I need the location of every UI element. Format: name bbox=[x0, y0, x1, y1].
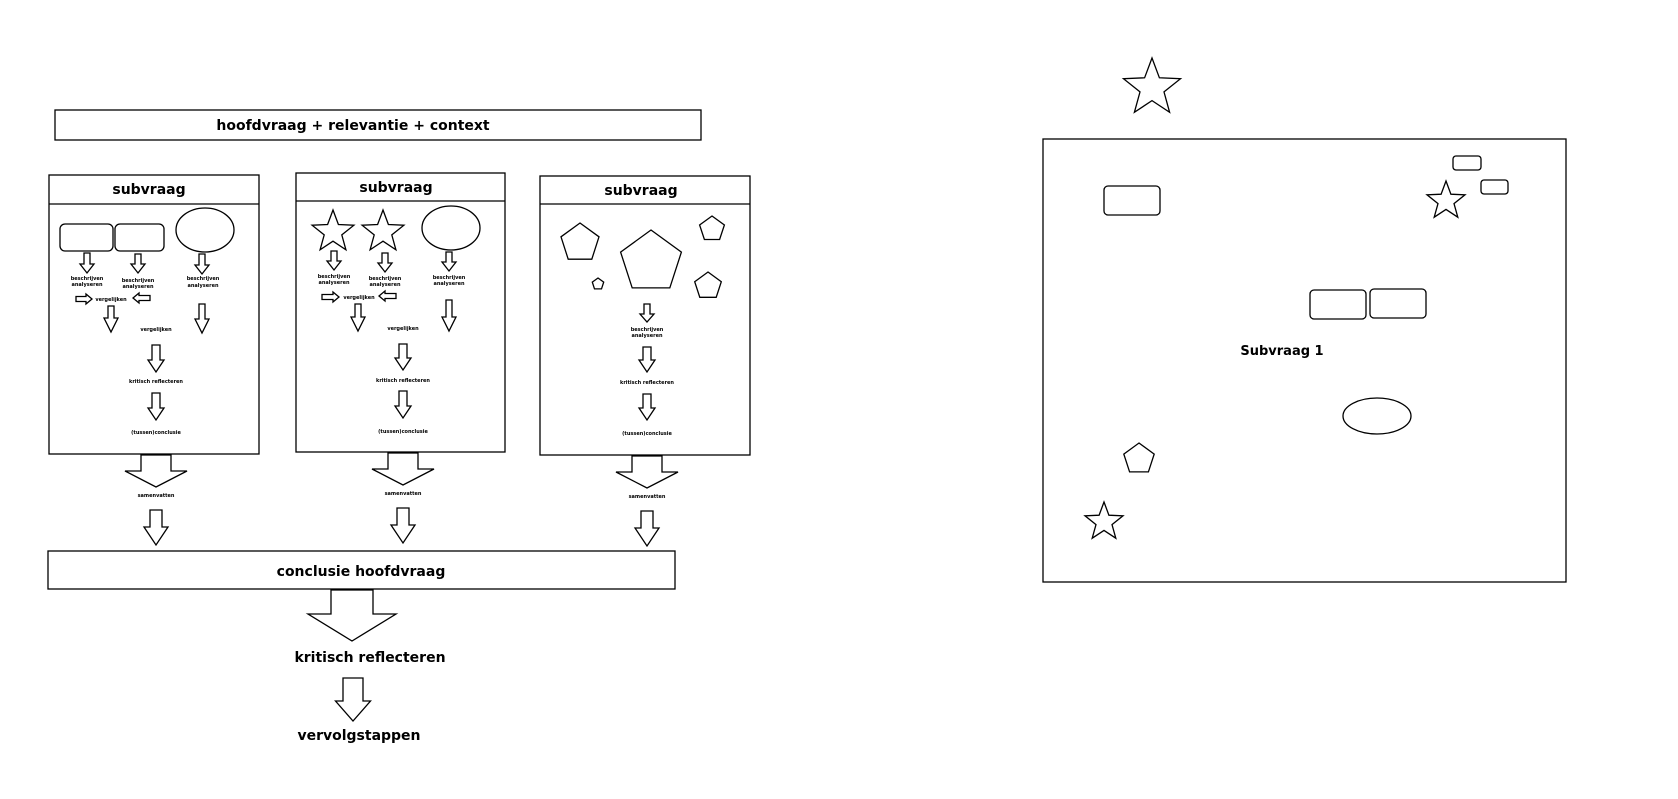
pentagon-icon bbox=[693, 271, 723, 298]
rounded-rectangle-shape bbox=[114, 223, 165, 252]
next-steps-label: vervolgstappen bbox=[297, 728, 420, 744]
summarize-label: samenvatten bbox=[385, 491, 422, 497]
interim-conclusion-label: (tussen)conclusie bbox=[131, 430, 181, 436]
down-arrow-icon bbox=[393, 343, 413, 372]
main-question-box bbox=[54, 109, 702, 141]
down-arrow-icon bbox=[102, 305, 120, 334]
star-icon bbox=[360, 208, 406, 252]
down-arrow-icon bbox=[376, 252, 394, 274]
pentagon-icon bbox=[591, 277, 605, 290]
right-arrow-icon bbox=[321, 290, 341, 304]
main-question-label: hoofdvraag + relevantie + context bbox=[216, 118, 490, 134]
down-arrow-icon bbox=[325, 250, 343, 272]
rounded-rectangle-shape bbox=[1309, 289, 1367, 320]
analyze-label: analyseren bbox=[433, 281, 465, 287]
down-arrow-icon bbox=[393, 390, 413, 420]
down-arrow-icon bbox=[633, 510, 661, 548]
reflect-label: kritisch reflecteren bbox=[129, 379, 183, 385]
ellipse-shape bbox=[421, 205, 481, 251]
down-arrow-icon bbox=[78, 252, 96, 275]
down-arrow-icon bbox=[124, 454, 188, 488]
subquestion-title-2: subvraag bbox=[359, 180, 432, 196]
pentagon-icon bbox=[560, 222, 600, 260]
describe-label: beschrijven bbox=[433, 275, 466, 281]
interim-conclusion-label: (tussen)conclusie bbox=[378, 429, 428, 435]
down-arrow-icon bbox=[440, 299, 458, 333]
compare-pair-label: vergelijken bbox=[343, 295, 375, 301]
down-arrow-icon bbox=[440, 251, 458, 273]
rounded-rectangle-shape bbox=[1369, 288, 1427, 319]
analyze-label: analyseren bbox=[318, 280, 350, 286]
star-icon bbox=[1425, 179, 1467, 219]
pentagon-icon bbox=[1123, 442, 1155, 473]
subquestion-title-1: subvraag bbox=[112, 182, 185, 198]
describe-label: beschrijven bbox=[187, 276, 220, 282]
analyze-label: analyseren bbox=[122, 284, 154, 290]
reflect-label: kritisch reflecteren bbox=[376, 378, 430, 384]
down-arrow-icon bbox=[349, 303, 367, 333]
main-conclusion-box bbox=[47, 550, 676, 590]
summarize-label: samenvatten bbox=[629, 494, 666, 500]
down-arrow-icon bbox=[129, 253, 147, 275]
down-arrow-icon bbox=[637, 346, 657, 374]
compare-pair-label: vergelijken bbox=[95, 297, 127, 303]
down-arrow-icon bbox=[371, 452, 435, 486]
describe-label: beschrijven bbox=[122, 278, 155, 284]
small-rectangle-shape bbox=[1480, 179, 1509, 195]
reflect-label: kritisch reflecteren bbox=[620, 380, 674, 386]
compare-all-label: vergelijken bbox=[140, 327, 172, 333]
ellipse-shape bbox=[1342, 397, 1412, 435]
analyze-label: analyseren bbox=[631, 333, 663, 339]
down-arrow-icon bbox=[389, 507, 417, 545]
describe-label: beschrijven bbox=[318, 274, 351, 280]
star-icon bbox=[310, 208, 356, 252]
left-arrow-icon bbox=[377, 289, 397, 303]
compare-all-label: vergelijken bbox=[387, 326, 419, 332]
right-arrow-icon bbox=[75, 292, 94, 306]
star-icon bbox=[1121, 56, 1183, 114]
down-arrow-icon bbox=[142, 509, 170, 547]
subquestion-title-3: subvraag bbox=[604, 183, 677, 199]
ellipse-shape bbox=[175, 207, 235, 253]
down-arrow-icon bbox=[334, 677, 372, 722]
down-arrow-icon bbox=[305, 589, 399, 642]
analyze-label: analyseren bbox=[187, 283, 219, 289]
describe-label: beschrijven bbox=[71, 276, 104, 282]
down-arrow-icon bbox=[193, 303, 211, 335]
star-icon bbox=[1083, 500, 1125, 540]
right-panel-label: Subvraag 1 bbox=[1240, 344, 1323, 359]
small-rectangle-shape bbox=[1452, 155, 1482, 171]
main-conclusion-label: conclusie hoofdvraag bbox=[277, 564, 446, 580]
final-reflect-label: kritisch reflecteren bbox=[294, 650, 445, 666]
rounded-rectangle-shape bbox=[1103, 185, 1161, 216]
pentagon-icon bbox=[619, 229, 683, 289]
describe-label: beschrijven bbox=[631, 327, 664, 333]
down-arrow-icon bbox=[146, 344, 166, 374]
down-arrow-icon bbox=[637, 393, 657, 422]
left-arrow-icon bbox=[131, 291, 151, 305]
interim-conclusion-label: (tussen)conclusie bbox=[622, 431, 672, 437]
down-arrow-icon bbox=[193, 253, 211, 276]
summarize-label: samenvatten bbox=[138, 493, 175, 499]
down-arrow-icon bbox=[638, 303, 656, 323]
analyze-label: analyseren bbox=[369, 282, 401, 288]
down-arrow-icon bbox=[615, 455, 679, 489]
pentagon-icon bbox=[698, 215, 726, 241]
rounded-rectangle-shape bbox=[59, 223, 114, 252]
analyze-label: analyseren bbox=[71, 282, 103, 288]
down-arrow-icon bbox=[146, 392, 166, 422]
describe-label: beschrijven bbox=[369, 276, 402, 282]
